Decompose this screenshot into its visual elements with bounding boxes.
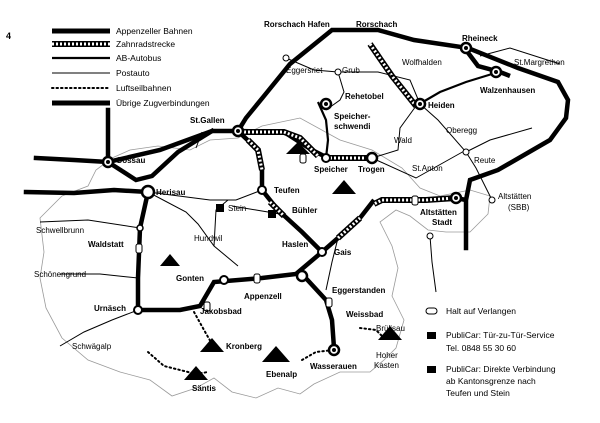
label-altstaetten-stadt-2: Stadt [432,218,452,227]
legend-luftseilbahnen: Luftseilbahnen [116,83,172,93]
legend-zahnradstrecke: Zahnradstrecke [116,39,176,49]
label-eggersriet: Eggersriet [286,66,323,75]
label-gais: Gais [334,248,352,257]
label-speicher: Speicher [314,165,348,174]
label-grub: Grub [342,66,360,75]
label-buehler: Bühler [292,206,318,215]
label-hundwil: Hundwil [194,234,223,243]
label-urnaesch: Urnäsch [94,304,127,313]
label-bruelisau: Brülisau [376,324,405,333]
legend-publicar-door: PubliCar: Tür-zu-Tür-Service [446,330,555,340]
label-trogen: Trogen [358,165,385,174]
stations [101,41,503,357]
label-stein: Stein [228,204,247,213]
label-haslen: Haslen [282,240,309,249]
label-herisau: Herisau [156,188,186,197]
label-st-anton: St.Anton [412,164,443,173]
label-schwaegalp: Schwägalp [72,342,112,351]
legend-samples [51,28,438,373]
label-wald: Wald [394,136,412,145]
label-gossau: Gossau [116,156,146,165]
label-wolfhalden: Wolfhalden [402,58,442,67]
label-st-margrethen: St.Margrethen [514,58,565,67]
label-eggerstanden: Eggerstanden [332,286,386,295]
label-ebenalp: Ebenalp [266,370,298,379]
legend-appenzeller-bahnen: Appenzeller Bahnen [116,26,193,36]
label-hoher-kasten-1: Hoher [376,351,398,360]
label-kronberg: Kronberg [226,342,262,351]
label-schoenengrund: Schönengrund [34,270,87,279]
label-st-gallen: St.Gallen [190,116,225,125]
label-wasserauen: Wasserauen [310,362,357,371]
legend-ab-autobus: AB-Autobus [116,53,162,63]
label-weissbad: Weissbad [346,310,384,319]
ab-autobus-lines [316,72,493,159]
legend-request-stop: Halt auf Verlangen [446,306,516,316]
label-heiden: Heiden [428,101,455,110]
canton-boundary [39,117,491,399]
legend-publicar-direct-3: Teufen und Stein [446,388,510,398]
label-altstaetten-stadt-1: Altstätten [420,208,457,217]
legend-uebrige-zugverbindungen: Übrige Zugverbindungen [116,98,210,108]
label-altstaetten-sbb-1: Altstätten [498,192,532,201]
postauto-lines [39,47,561,347]
label-walzenhausen: Walzenhausen [480,86,536,95]
label-jakobsbad: Jakobsbad [200,307,242,316]
label-waldstatt: Waldstatt [88,240,124,249]
label-rehetobel: Rehetobel [345,92,384,101]
label-altstaetten-sbb-2: (SBB) [508,203,530,212]
label-rorschach-hafen: Rorschach Hafen [264,20,330,29]
label-hoher-kasten-2: Kasten [374,361,399,370]
publicar-markers [216,204,276,218]
page-number: 4 [6,31,12,41]
label-appenzell: Appenzell [244,292,282,301]
label-rheineck: Rheineck [462,34,498,43]
other-rail-lines [23,27,571,251]
label-schwellbrunn: Schwellbrunn [36,226,85,235]
legend-publicar-direct-1: PubliCar: Direkte Verbindung [446,364,556,374]
legend-postauto: Postauto [116,68,150,78]
label-speicherschwendi-2: schwendi [334,122,371,131]
legend-publicar-phone: Tel. 0848 55 30 60 [446,343,516,353]
mountain-symbols [160,142,402,380]
label-rorschach: Rorschach [356,20,398,29]
label-saentis: Säntis [192,384,217,393]
label-teufen: Teufen [274,186,300,195]
label-oberegg: Oberegg [446,126,478,135]
label-reute: Reute [474,156,496,165]
label-gonten: Gonten [176,274,204,283]
label-speicherschwendi-1: Speicher- [334,112,371,121]
legend-publicar-direct-2: ab Kantonsgrenze nach [446,376,536,386]
